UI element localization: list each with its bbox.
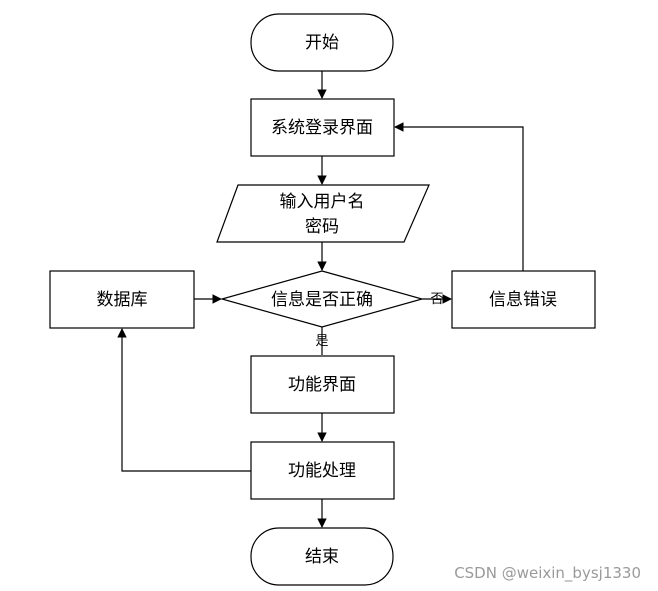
database-label: 数据库 [97, 290, 148, 310]
arrow-error-to-login [394, 122, 524, 271]
end-node: 结束 [250, 527, 394, 586]
edge-label-yes: 是 [315, 334, 328, 349]
database-node: 数据库 [49, 270, 195, 329]
check-label: 信息是否正确 [271, 290, 373, 310]
arrow-process-to-database [117, 328, 251, 472]
input-node: 输入用户名 密码 [216, 184, 430, 243]
login-node: 系统登录界面 [250, 98, 395, 157]
function-ui-node: 功能界面 [250, 355, 395, 414]
function-process-label: 功能处理 [288, 461, 356, 481]
error-node: 信息错误 [451, 270, 596, 329]
edge-label-no: 否 [430, 292, 443, 307]
start-label: 开始 [305, 33, 339, 53]
input-label-line1: 输入用户名 [280, 192, 365, 212]
input-label-line2: 密码 [305, 217, 339, 237]
function-process-node: 功能处理 [250, 441, 395, 500]
watermark: CSDN @weixin_bysj1330 [454, 564, 641, 583]
start-node: 开始 [250, 13, 394, 72]
function-ui-label: 功能界面 [288, 375, 356, 395]
login-label: 系统登录界面 [271, 118, 373, 138]
check-decision: 信息是否正确 [219, 270, 425, 328]
end-label: 结束 [305, 547, 339, 567]
error-label: 信息错误 [489, 290, 557, 310]
